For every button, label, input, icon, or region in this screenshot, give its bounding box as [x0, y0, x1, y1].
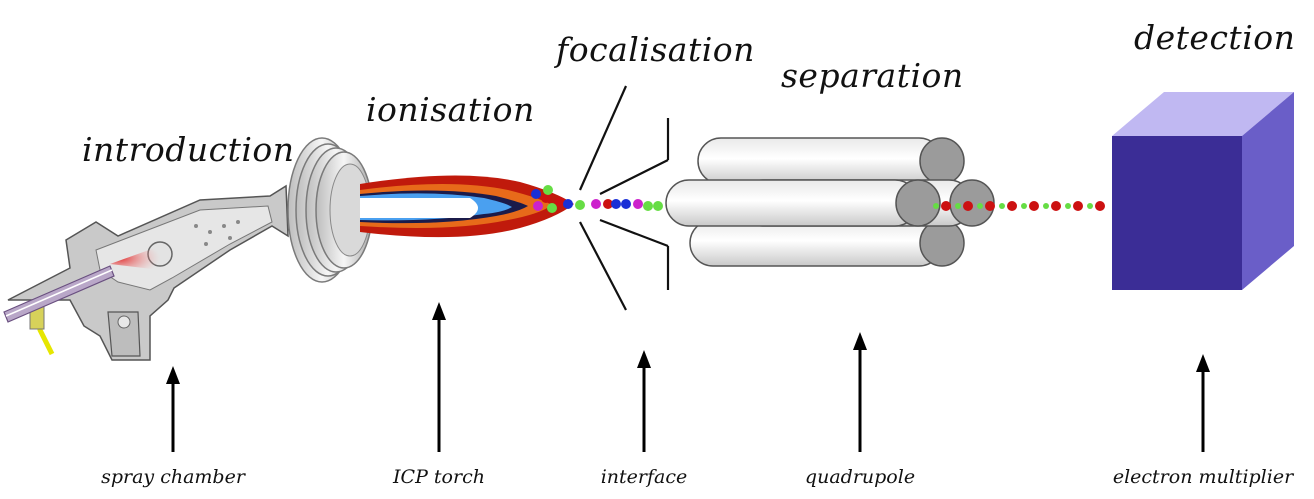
icp-torch-coil [287, 137, 373, 283]
ion-dot [977, 203, 983, 209]
ion-dot [547, 203, 557, 213]
ion-dot [531, 189, 541, 199]
stage-title-ionisation: ionisation [366, 90, 535, 129]
ion-dot [611, 199, 621, 209]
spray-chamber [3, 184, 289, 361]
label-spray-chamber: spray chamber [101, 466, 245, 488]
ion-dot [933, 203, 939, 209]
ion-dot [1021, 203, 1027, 209]
ion-dot [963, 201, 973, 211]
ion-dot [533, 201, 543, 211]
ion-dot [1051, 201, 1061, 211]
arrows [166, 302, 1210, 452]
ion-dot [999, 203, 1005, 209]
electron-multiplier-cube [1112, 92, 1294, 290]
ion-dot [1029, 201, 1039, 211]
ion-dot [1065, 203, 1071, 209]
ion-dot [575, 200, 585, 210]
ion-dot [1043, 203, 1049, 209]
ion-dot [1095, 201, 1105, 211]
ion-dot [653, 201, 663, 211]
stage-title-introduction: introduction [82, 130, 295, 169]
arrow-electron-multiplier [1196, 354, 1210, 452]
arrow-icp-torch [432, 302, 446, 452]
ion-dot [1007, 201, 1017, 211]
stage-title-separation: separation [781, 56, 964, 95]
ion-dot [591, 199, 601, 209]
label-interface: interface [600, 466, 688, 488]
ion-dot [563, 199, 573, 209]
ion-dot [555, 197, 565, 207]
ion-dot [643, 201, 653, 211]
interface-cones [578, 85, 670, 311]
stage-title-detection: detection [1134, 18, 1296, 57]
ion-dot [603, 199, 613, 209]
ion-dot [1087, 203, 1093, 209]
ion-beam [531, 185, 1105, 213]
ion-dot [621, 199, 631, 209]
arrow-interface [637, 350, 651, 452]
arrow-quadrupole [853, 332, 867, 452]
ion-dot [985, 201, 995, 211]
ion-dot [633, 199, 643, 209]
quadrupole-rods [665, 137, 995, 267]
ion-dot [543, 185, 553, 195]
label-electron-multiplier: electron multiplier [1112, 466, 1294, 488]
label-icp-torch: ICP torch [393, 466, 485, 488]
arrow-spray-chamber [166, 366, 180, 452]
ion-dot [955, 203, 961, 209]
ion-dot [1073, 201, 1083, 211]
label-quadrupole: quadrupole [804, 466, 916, 488]
ion-dot [941, 201, 951, 211]
plasma-flame [360, 175, 574, 238]
stage-title-focalisation: focalisation [556, 30, 755, 69]
ion-dot [541, 193, 551, 203]
